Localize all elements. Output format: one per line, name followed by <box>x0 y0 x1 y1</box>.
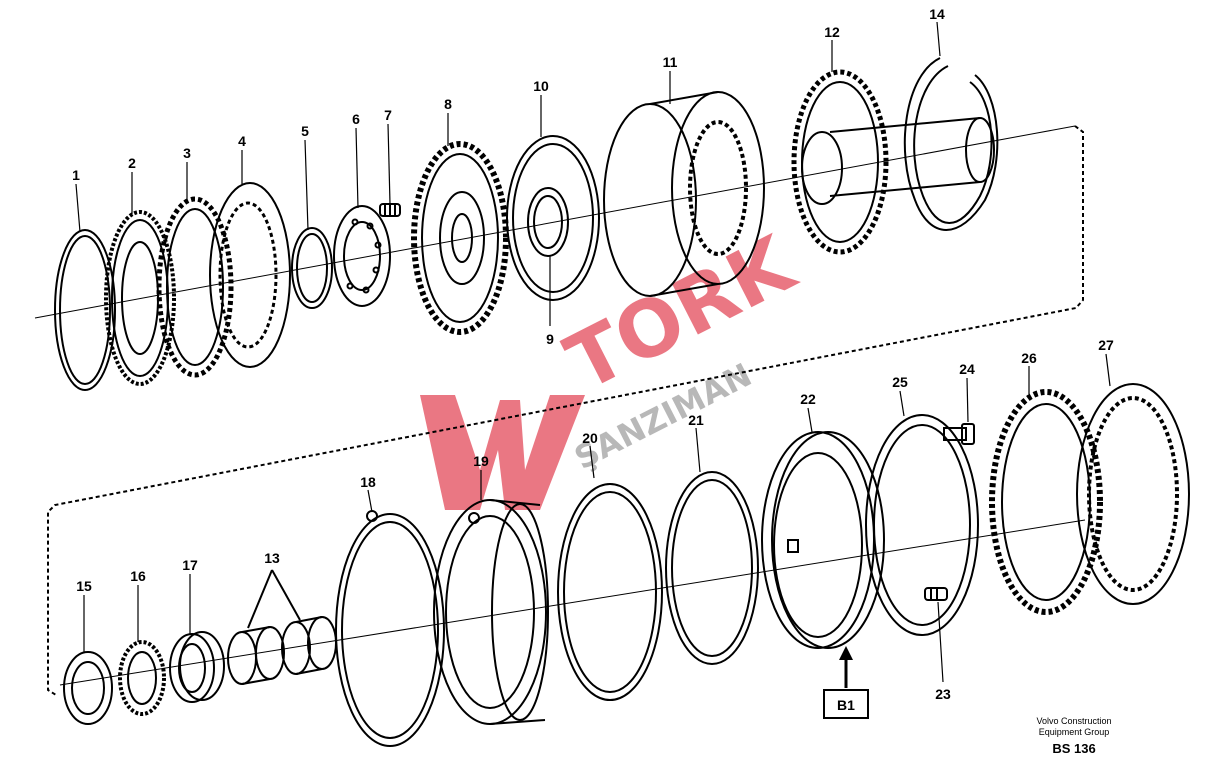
callout-26: 26 <box>1021 350 1037 366</box>
callout-13: 13 <box>264 550 280 566</box>
part-20-seal-ring <box>557 483 663 701</box>
part-8-sprocket-hub <box>411 141 509 335</box>
part-12-sun-gear-shaft <box>791 69 995 255</box>
arrow-up-icon <box>839 646 853 660</box>
part-21-seal-ring <box>665 471 759 665</box>
callout-2: 2 <box>128 155 136 171</box>
axis-lines <box>34 125 1086 686</box>
callout-5: 5 <box>301 123 309 139</box>
part-18-snap-ring <box>335 510 445 747</box>
part-7-spring <box>379 203 401 217</box>
callout-7: 7 <box>384 107 392 123</box>
callout-14: 14 <box>929 6 945 22</box>
part-3-friction-disc <box>156 196 234 378</box>
callout-12: 12 <box>824 24 840 40</box>
callout-6: 6 <box>352 111 360 127</box>
part-27-steel-plate <box>1076 383 1190 605</box>
callout-20: 20 <box>582 430 598 446</box>
leader-lines <box>75 21 1111 683</box>
callout-15: 15 <box>76 578 92 594</box>
connector-dashed <box>47 125 1084 696</box>
part-9-washer <box>527 187 569 257</box>
callout-labels: 1 2 3 4 5 6 7 8 9 10 11 12 13 14 15 16 1… <box>72 6 1114 702</box>
part-6-bearing-plate <box>333 205 391 307</box>
part-25-retainer <box>865 414 979 636</box>
part-13-bushings <box>227 569 337 685</box>
callout-18: 18 <box>360 474 376 490</box>
reference-b1: B1 <box>823 646 869 719</box>
callout-1: 1 <box>72 167 80 183</box>
part-26-friction-disc <box>989 389 1103 615</box>
callout-8: 8 <box>444 96 452 112</box>
callout-9: 9 <box>546 331 554 347</box>
callout-19: 19 <box>473 453 489 469</box>
part-15-seal <box>63 651 113 725</box>
part-1-snap-ring <box>54 229 116 391</box>
part-17-bearing-race <box>169 631 225 703</box>
reference-box <box>823 689 869 719</box>
callout-27: 27 <box>1098 337 1114 353</box>
callout-11: 11 <box>663 54 678 70</box>
callout-25: 25 <box>892 374 908 390</box>
callout-21: 21 <box>688 412 704 428</box>
part-23-spring <box>924 587 948 601</box>
part-14-circlip <box>903 57 999 231</box>
callout-23: 23 <box>935 686 951 702</box>
part-19-piston <box>433 499 549 725</box>
footer-credit: Volvo Construction Equipment Group BS 13… <box>1004 716 1144 756</box>
footer-code: BS 136 <box>1052 741 1096 756</box>
callout-17: 17 <box>182 557 198 573</box>
callout-3: 3 <box>183 145 191 161</box>
callout-22: 22 <box>800 391 816 407</box>
callout-4: 4 <box>238 133 246 149</box>
part-16-needle-bearing <box>118 640 166 716</box>
watermark-logo-icon <box>420 395 585 510</box>
part-11-ring-gear <box>603 91 765 297</box>
part-10-thrust-washer <box>506 135 600 301</box>
part-4-steel-plate <box>209 182 291 368</box>
callout-16: 16 <box>130 568 146 584</box>
part-24-bolt <box>943 423 975 445</box>
callout-10: 10 <box>533 78 549 94</box>
footer-line2: Equipment Group <box>1038 727 1110 737</box>
part-5-o-ring <box>291 227 333 309</box>
reference-label: B1 <box>837 697 855 713</box>
callout-24: 24 <box>959 361 975 377</box>
footer-line1: Volvo Construction <box>1036 716 1112 726</box>
